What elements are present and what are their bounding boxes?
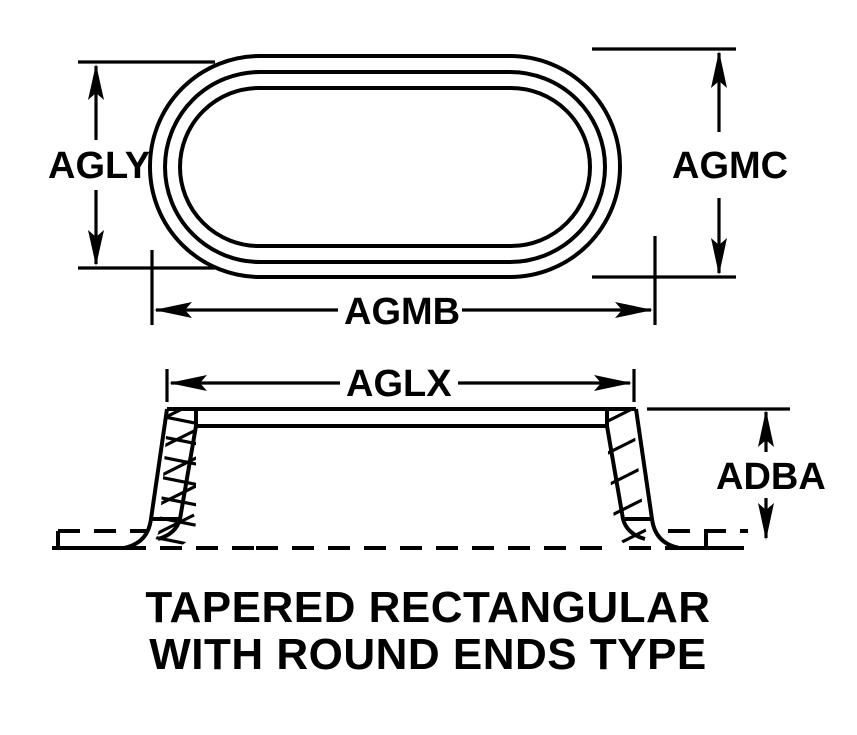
agmb-arrow-left: [154, 302, 192, 318]
agmb-arrow-right: [615, 302, 653, 318]
agly-arrow-up: [88, 64, 104, 100]
section-base-dashed-right-step: [624, 531, 708, 550]
section-right-wall-hatch: [604, 408, 658, 548]
dimension-agly: AGLY: [48, 60, 215, 270]
agmc-label: AGMC: [672, 145, 788, 187]
agmb-label: AGMB: [344, 291, 460, 333]
plan-view-group: [148, 54, 622, 279]
agmc-arrow-down: [711, 238, 727, 275]
dimension-agmb: AGMB: [150, 236, 657, 333]
aglx-arrow-left: [169, 375, 207, 391]
adba-label: ADBA: [716, 456, 826, 498]
section-view-group: [52, 407, 748, 550]
adba-arrow-down: [758, 503, 774, 540]
title-line-2: WITH ROUND ENDS TYPE: [149, 630, 707, 679]
section-left-wall-outer: [60, 408, 169, 550]
agly-label: AGLY: [48, 145, 150, 187]
plan-outline-inner: [178, 86, 592, 248]
agmc-arrow-up: [711, 51, 727, 88]
aglx-arrow-right: [594, 375, 632, 391]
dimension-agmc: AGMC: [592, 47, 788, 279]
figure-title: TAPERED RECTANGULAR WITH ROUND ENDS TYPE: [145, 583, 710, 679]
title-line-1: TAPERED RECTANGULAR: [145, 583, 710, 632]
aglx-label: AGLX: [346, 363, 452, 405]
plan-outline-middle: [163, 70, 607, 264]
dimension-aglx: AGLX: [165, 363, 636, 405]
agly-arrow-down: [88, 230, 104, 266]
adba-arrow-up: [758, 410, 774, 447]
plan-outline-outer: [148, 54, 622, 279]
dimension-adba: ADBA: [647, 407, 826, 540]
